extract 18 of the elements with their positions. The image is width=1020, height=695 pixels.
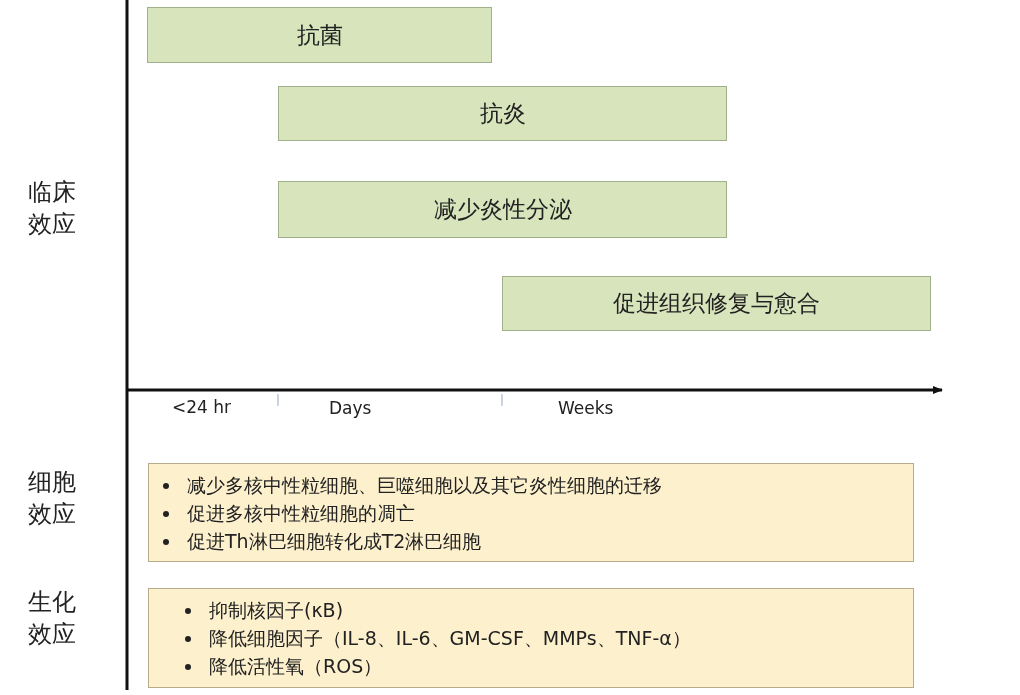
- axis-label: <24 hr: [172, 397, 232, 417]
- list-item: 促进Th淋巴细胞转化成T2淋巴细胞: [187, 529, 482, 552]
- row-label: 细胞效应: [28, 467, 77, 530]
- list-item: 抑制核因子(κB): [209, 599, 344, 621]
- list-item: 降低活性氧（ROS）: [209, 655, 383, 677]
- effect-bar: 抗菌: [147, 7, 492, 63]
- list-item: 降低细胞因子（IL-8、IL-6、GM-CSF、MMPs、TNF-α）: [209, 627, 691, 649]
- row-label: 生化效应: [28, 587, 77, 650]
- axis-label: Days: [329, 398, 372, 418]
- axis-label: Weeks: [558, 398, 614, 418]
- list-item: 减少多核中性粒细胞、巨噬细胞以及其它炎性细胞的迁移: [187, 473, 662, 496]
- list-item: 促进多核中性粒细胞的凋亡: [187, 501, 415, 524]
- row-label: 临床效应: [28, 177, 77, 240]
- bullet-list-box: [148, 588, 914, 688]
- effect-bar: 促进组织修复与愈合: [502, 276, 931, 331]
- bullet-list-box: [148, 463, 914, 562]
- effect-bar: 减少炎性分泌: [278, 181, 727, 238]
- effect-bar: 抗炎: [278, 86, 727, 141]
